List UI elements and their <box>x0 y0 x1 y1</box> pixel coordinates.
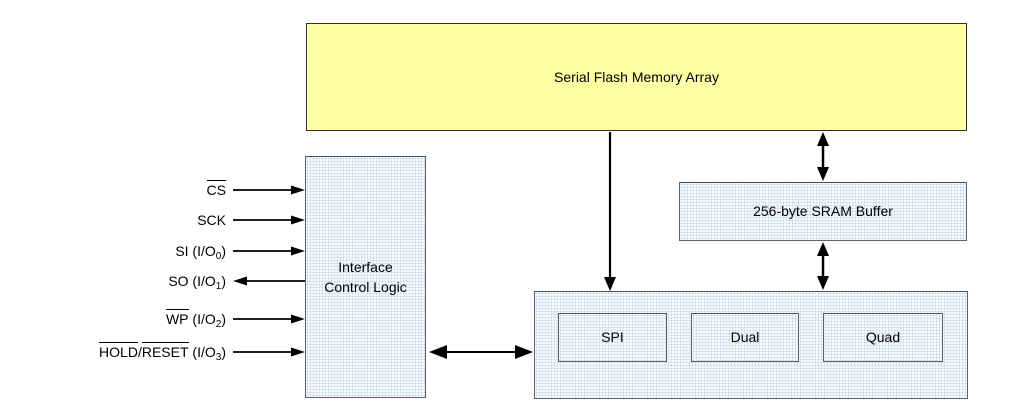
signal-label-hold-reset: HOLD/RESET (I/O3) <box>99 342 226 363</box>
arrow-flash-io-down <box>604 132 616 291</box>
dual-label: Dual <box>730 329 760 346</box>
arrow-cs-in <box>233 185 305 195</box>
spi-block: SPI <box>558 313 667 362</box>
arrow-wp-head <box>291 314 305 324</box>
sram-buffer-block: 256-byte SRAM Buffer <box>679 182 967 241</box>
arrow-si-head <box>291 246 305 256</box>
arrow-hold-reset-head <box>291 347 305 357</box>
signal-label-si: SI (I/O0) <box>175 243 226 262</box>
arrow-flash-sram-down-head <box>817 167 829 181</box>
arrow-wp-in <box>233 314 305 324</box>
arrow-flash-io-head <box>604 277 616 291</box>
spi-label: SPI <box>601 329 624 346</box>
arrow-flash-sram-bidirectional <box>817 132 829 181</box>
arrow-so-out <box>233 276 305 286</box>
signal-label-cs: CS <box>206 180 226 198</box>
interface-control-logic-label: Interface Control Logic <box>324 258 407 295</box>
sram-buffer-label: 256-byte SRAM Buffer <box>753 203 893 220</box>
arrow-sram-io-down-head <box>817 276 829 290</box>
arrow-icl-io-left-head <box>429 345 447 359</box>
signal-label-so: SO (I/O1) <box>168 273 226 292</box>
arrow-hold-reset-in <box>233 347 305 357</box>
quad-block: Quad <box>823 313 943 362</box>
arrow-sram-io-up-head <box>817 242 829 256</box>
arrow-icl-io-right-head <box>515 345 533 359</box>
arrow-sck-in <box>233 215 305 225</box>
arrow-si-in <box>233 246 305 256</box>
arrow-icl-io-bidirectional <box>429 345 533 359</box>
arrow-so-head <box>233 276 247 286</box>
flash-memory-array-block: Serial Flash Memory Array <box>306 23 967 131</box>
arrow-sram-io-bidirectional <box>817 242 829 290</box>
dual-block: Dual <box>691 313 799 362</box>
arrow-flash-sram-up-head <box>817 132 829 146</box>
arrow-cs-head <box>291 185 305 195</box>
interface-control-logic-block: Interface Control Logic <box>305 156 426 398</box>
signal-label-sck: SCK <box>197 212 226 228</box>
quad-label: Quad <box>865 329 901 346</box>
arrow-sck-head <box>291 215 305 225</box>
signal-label-wp: WP (I/O2) <box>165 309 226 330</box>
flash-memory-array-label: Serial Flash Memory Array <box>554 68 719 85</box>
